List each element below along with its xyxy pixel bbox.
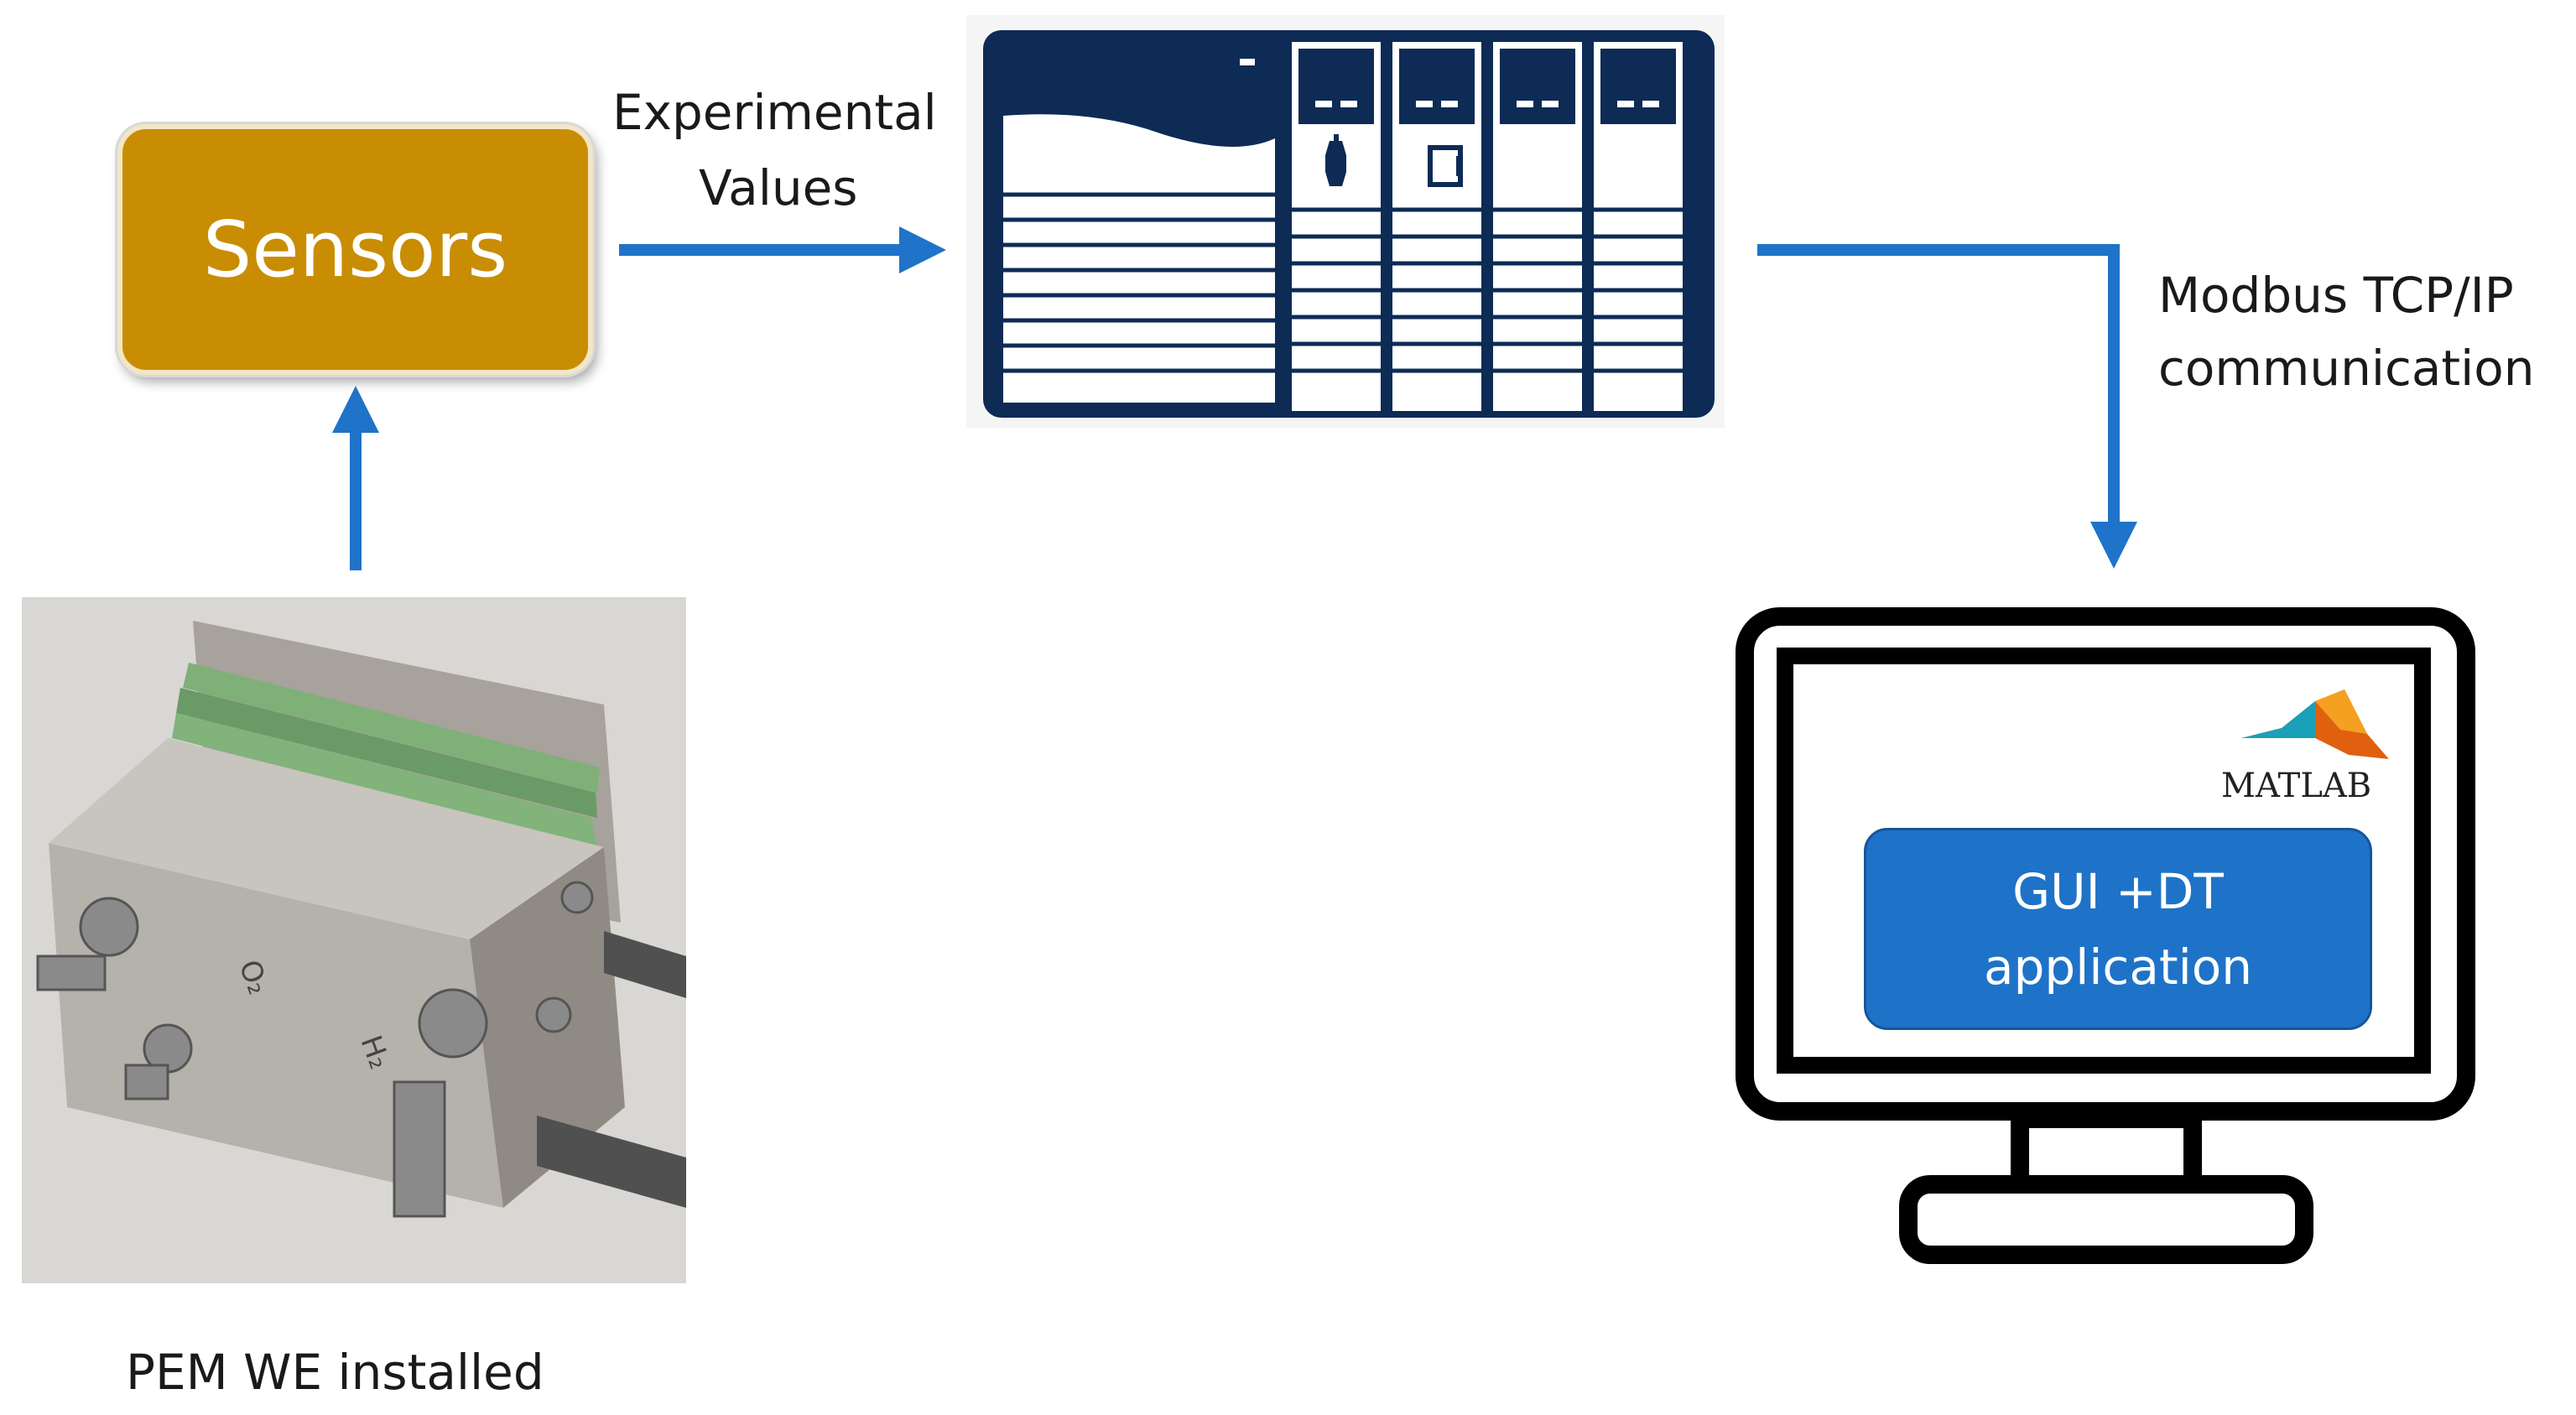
plc-modules: -------- — [1292, 42, 1683, 411]
modbus-label-line2: communication — [2158, 340, 2535, 397]
sensors-box: Sensors — [117, 124, 593, 375]
experimental-values-label-line1: Experimental — [612, 84, 937, 141]
pem-we-caption: PEM WE installed — [126, 1344, 544, 1401]
matlab-logo-text: MATLAB — [2221, 767, 2372, 805]
gui-label-line2: application — [1984, 938, 2252, 996]
sensors-label: Sensors — [202, 205, 508, 294]
matlab-logo — [2241, 689, 2389, 759]
modbus-label-line1: Modbus TCP/IP — [2158, 267, 2514, 324]
arrow-plc-to-computer — [1757, 244, 2137, 569]
gui-label-line1: GUI +DT — [2012, 862, 2224, 920]
experimental-values-label-line2: Values — [699, 159, 858, 216]
gui-dt-application-box: GUI +DT application — [1864, 828, 2372, 1030]
computer-monitor-icon — [1736, 607, 2475, 1264]
plc-controller-icon: -------- — [966, 15, 1725, 428]
pem-we-photo: O₂ H₂ — [22, 597, 686, 1283]
